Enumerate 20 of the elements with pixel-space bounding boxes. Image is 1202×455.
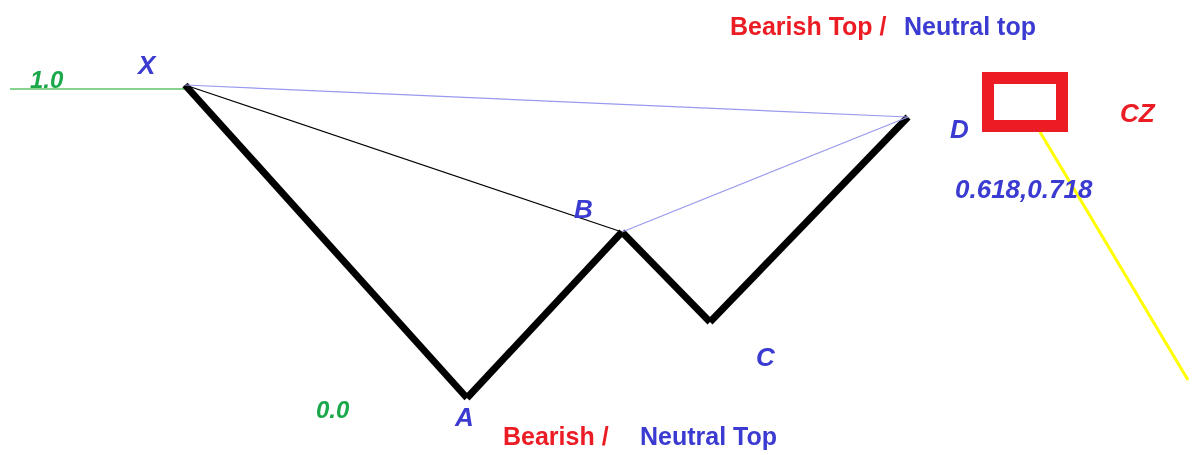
point-label: C: [756, 344, 775, 370]
pattern-caption: Neutral Top: [640, 422, 778, 451]
connector-line: [184, 84, 623, 233]
pattern-caption: Neutral top: [904, 12, 1036, 41]
connector-line: [621, 116, 909, 233]
point-label: B: [574, 196, 593, 222]
level-value: 1.0: [30, 66, 64, 94]
pattern-leg: [464, 229, 625, 401]
connector-line: [184, 84, 909, 118]
level-value: 0.0: [316, 396, 350, 424]
pattern-leg: [619, 229, 713, 325]
pattern-caption: Bearish /: [503, 422, 609, 451]
point-label: D: [950, 116, 969, 142]
pattern-leg: [182, 82, 470, 401]
point-label: A: [455, 404, 474, 430]
zone-label: CZ: [1120, 98, 1155, 129]
connector-line: [1038, 131, 1190, 381]
pattern-leg: [707, 114, 911, 325]
pattern-caption: Bearish Top /: [730, 12, 887, 41]
point-label: X: [138, 52, 156, 78]
